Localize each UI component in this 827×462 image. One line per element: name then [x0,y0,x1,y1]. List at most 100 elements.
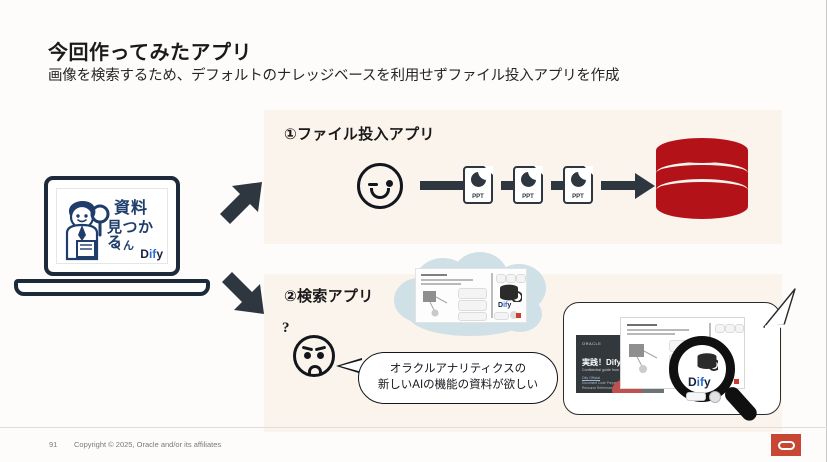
flow-arrowhead-icon [635,172,655,199]
arrow-up-right-icon [220,182,262,224]
file-corner-fold [584,166,593,175]
speech-bubble-tail [336,358,362,374]
page-title: 今回作ってみたアプリ [48,42,252,64]
character-illustration [65,200,110,261]
mini-bubble [458,300,487,311]
mini-red-marker [516,313,521,318]
ppt-file-icon: PPT [513,166,543,204]
app-logo: 資料 見つかる くん Dify [57,189,167,263]
mini-bubble [458,288,487,299]
page-number: 91 [49,440,58,449]
mini-diagram-icon [423,291,448,317]
flow-connector-3 [551,181,570,190]
face-frown-mouth [308,365,322,374]
mini-divider [491,273,493,318]
query-line-2: 新しいAIの機能の資料が欲しい [377,379,539,391]
face-right-eye [317,352,324,359]
face-right-eye [386,180,393,187]
mini-diagram-icon [629,344,658,373]
app-logo-line3: くん [112,239,134,252]
mini-chip [735,324,744,333]
ppt-file-label: PPT [472,194,484,200]
oracle-wordmark: ORACLE [582,341,602,346]
dark-slide-title: 実践！Dify [582,358,622,367]
mini-text-line [421,279,473,281]
query-line-1: オラクルアナリティクスの [389,363,527,376]
laptop-lid: 資料 見つかる くん Dify [44,176,180,276]
file-corner-fold [534,166,543,175]
mini-dify-label: Dify [498,302,511,309]
mag-dify-prefix: D [688,375,697,389]
dify-suffix: y [156,247,163,261]
cloud-app-screenshot: Dify [415,268,527,323]
magnifier-lens: Dify [669,336,735,403]
ppt-pie-glyph [471,171,487,187]
dify-brand-label: Dify [140,247,163,261]
flow-connector-4 [601,181,637,190]
mini-chip [725,324,735,333]
dify-prefix: D [140,247,149,261]
mini-database-icon [500,284,522,302]
app-logo-line2: 見つかる [107,218,154,251]
mini-text-line [421,283,461,285]
mag-dify-accent: if [696,375,705,389]
mag-dify-suffix: y [704,375,711,389]
search-result-bubble: ORACLE 実践！Dify Confidential guide from O… [563,288,796,424]
mini-text-line [627,324,657,326]
magnified-dify-label: Dify [688,375,711,389]
magnified-database-icon [697,353,718,371]
mini-chip [715,324,725,333]
section1-heading: ①ファイル投入アプリ [284,126,435,143]
flow-connector-1 [420,181,472,190]
laptop-screen: 資料 見つかる くん Dify [56,188,168,264]
face-left-brow [301,345,314,352]
face-left-eye [368,183,378,186]
dark-slide-subtitle: Confidential guide from Oracle [582,368,631,372]
mini-input [494,312,509,320]
face-mouth [370,188,390,199]
ppt-file-label: PPT [522,194,534,200]
oracle-logo-icon [771,434,801,456]
db-separator [656,162,748,184]
page-subtitle: 画像を検索するため、デフォルトのナレッジベースを利用せずファイル投入アプリを作成 [48,68,620,84]
confused-face-icon [293,335,335,377]
flow-connector-2 [501,181,520,190]
file-corner-fold [484,166,493,175]
query-speech-bubble: オラクルアナリティクスの 新しいAIの機能の資料が欲しい [358,352,558,404]
copyright-text: Copyright © 2025, Oracle and/or its affi… [74,440,222,449]
face-right-brow [314,345,327,352]
winking-face-icon [357,163,403,209]
db-separator [656,179,748,201]
ppt-file-label: PPT [572,194,584,200]
database-icon [656,138,748,219]
mini-chip [516,274,526,283]
mini-chip [506,274,516,283]
result-bubble-tail [763,288,796,329]
mini-chip [496,274,506,283]
ppt-pie-glyph [521,171,537,187]
laptop-illustration: 資料 見つかる くん Dify [14,176,210,298]
magnified-avatar [709,391,721,403]
mini-text-line [627,329,689,331]
laptop-base [14,279,210,296]
footer-divider [0,427,827,428]
thought-cloud: Dify [394,252,546,336]
arrow-down-right-icon [222,272,264,314]
dark-slide-link: Dify Official [582,376,601,380]
face-left-eye [304,352,311,359]
oracle-o-shape [777,440,795,450]
app-logo-line1: 資料 [114,198,149,217]
mini-dify-prefix: D [498,302,504,309]
mini-bubble [458,312,487,321]
mini-text-line [421,274,447,276]
mini-text-line [627,333,675,335]
mini-dify-accent: if [503,302,508,309]
mini-dify-suffix: y [507,302,512,309]
magnified-input [686,392,706,401]
db-top-ellipse [656,138,748,163]
dify-accent: if [148,247,157,261]
ppt-file-icon: PPT [463,166,493,204]
ppt-file-icon: PPT [563,166,593,204]
mini-avatar [510,311,518,319]
ppt-pie-glyph [571,171,587,187]
